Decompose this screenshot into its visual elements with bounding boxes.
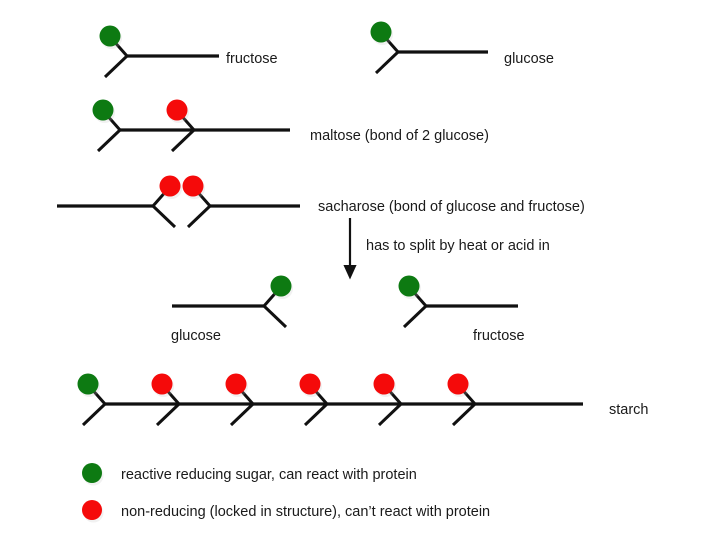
non-reducing-end-dot bbox=[373, 373, 395, 395]
label-sacharose: sacharose (bond of glucose and fructose) bbox=[318, 199, 585, 215]
reducing-end-dot bbox=[99, 25, 121, 47]
sugar-tail-line bbox=[303, 402, 329, 427]
sugar-tail-line bbox=[451, 402, 477, 427]
sugar-unit bbox=[398, 275, 518, 329]
sugar-unit bbox=[166, 99, 290, 153]
non-reducing-end-dot bbox=[225, 373, 247, 395]
label-glucose-split: glucose bbox=[171, 328, 221, 344]
sugar-unit bbox=[182, 175, 300, 229]
sugar-tail-line bbox=[402, 304, 428, 329]
sugar-unit bbox=[151, 373, 253, 427]
sugar-unit bbox=[225, 373, 327, 427]
molecule-glucose-split bbox=[172, 275, 293, 329]
molecule-fructose-split bbox=[398, 275, 518, 329]
non-reducing-end-dot bbox=[299, 373, 321, 395]
reducing-end-dot bbox=[270, 275, 292, 297]
sugar-unit bbox=[57, 175, 182, 229]
label-fructose-split: fructose bbox=[473, 328, 525, 344]
label-fructose-top: fructose bbox=[226, 51, 278, 67]
non-reducing-end-dot bbox=[447, 373, 469, 395]
label-glucose-top: glucose bbox=[504, 51, 554, 67]
reducing-end-dot bbox=[77, 373, 99, 395]
legend-green-reducing-dot bbox=[82, 463, 102, 483]
sugar-unit bbox=[447, 373, 583, 427]
molecule-maltose bbox=[92, 99, 290, 153]
legend-red-non-reducing-dot bbox=[82, 500, 102, 520]
non-reducing-end-dot bbox=[166, 99, 188, 121]
molecule-starch bbox=[77, 373, 583, 427]
sugar-unit bbox=[299, 373, 401, 427]
legend-label-0: reactive reducing sugar, can react with … bbox=[121, 467, 417, 483]
sugar-tail-line bbox=[103, 54, 129, 79]
label-maltose: maltose (bond of 2 glucose) bbox=[310, 128, 489, 144]
split-arrow-group: has to split by heat or acid in bbox=[343, 218, 550, 280]
sugar-tail-line bbox=[170, 128, 196, 153]
non-reducing-end-dot bbox=[159, 175, 181, 197]
sugar-tail-line bbox=[374, 50, 400, 75]
molecules-layer bbox=[57, 21, 583, 427]
sugar-tail-line bbox=[155, 402, 181, 427]
molecule-sacharose bbox=[57, 175, 300, 229]
reducing-end-dot bbox=[370, 21, 392, 43]
sugar-unit bbox=[370, 21, 488, 75]
split-condition-note: has to split by heat or acid in bbox=[366, 238, 550, 254]
molecule-fructose-top bbox=[99, 25, 219, 79]
sugar-unit bbox=[77, 373, 179, 427]
sugar-tail-line bbox=[377, 402, 403, 427]
sugar-unit bbox=[92, 99, 194, 153]
sugar-tail-line bbox=[81, 402, 107, 427]
non-reducing-end-dot bbox=[182, 175, 204, 197]
label-starch: starch bbox=[609, 402, 649, 418]
legend-group: reactive reducing sugar, can react with … bbox=[82, 463, 490, 523]
molecule-glucose-top bbox=[370, 21, 488, 75]
sugar-unit bbox=[373, 373, 475, 427]
legend-label-1: non-reducing (locked in structure), can’… bbox=[121, 504, 490, 520]
sugar-unit bbox=[172, 275, 293, 329]
reducing-end-dot bbox=[92, 99, 114, 121]
sugar-unit bbox=[99, 25, 219, 79]
sugar-tail-line bbox=[262, 304, 288, 329]
reducing-end-dot bbox=[398, 275, 420, 297]
sugar-tail-line bbox=[151, 204, 177, 229]
non-reducing-end-dot bbox=[151, 373, 173, 395]
sugar-tail-line bbox=[96, 128, 122, 153]
sugar-tail-line bbox=[229, 402, 255, 427]
molecule-labels-layer: fructose glucose maltose (bond of 2 glucos… bbox=[171, 51, 649, 418]
sugar-tail-line bbox=[186, 204, 212, 229]
